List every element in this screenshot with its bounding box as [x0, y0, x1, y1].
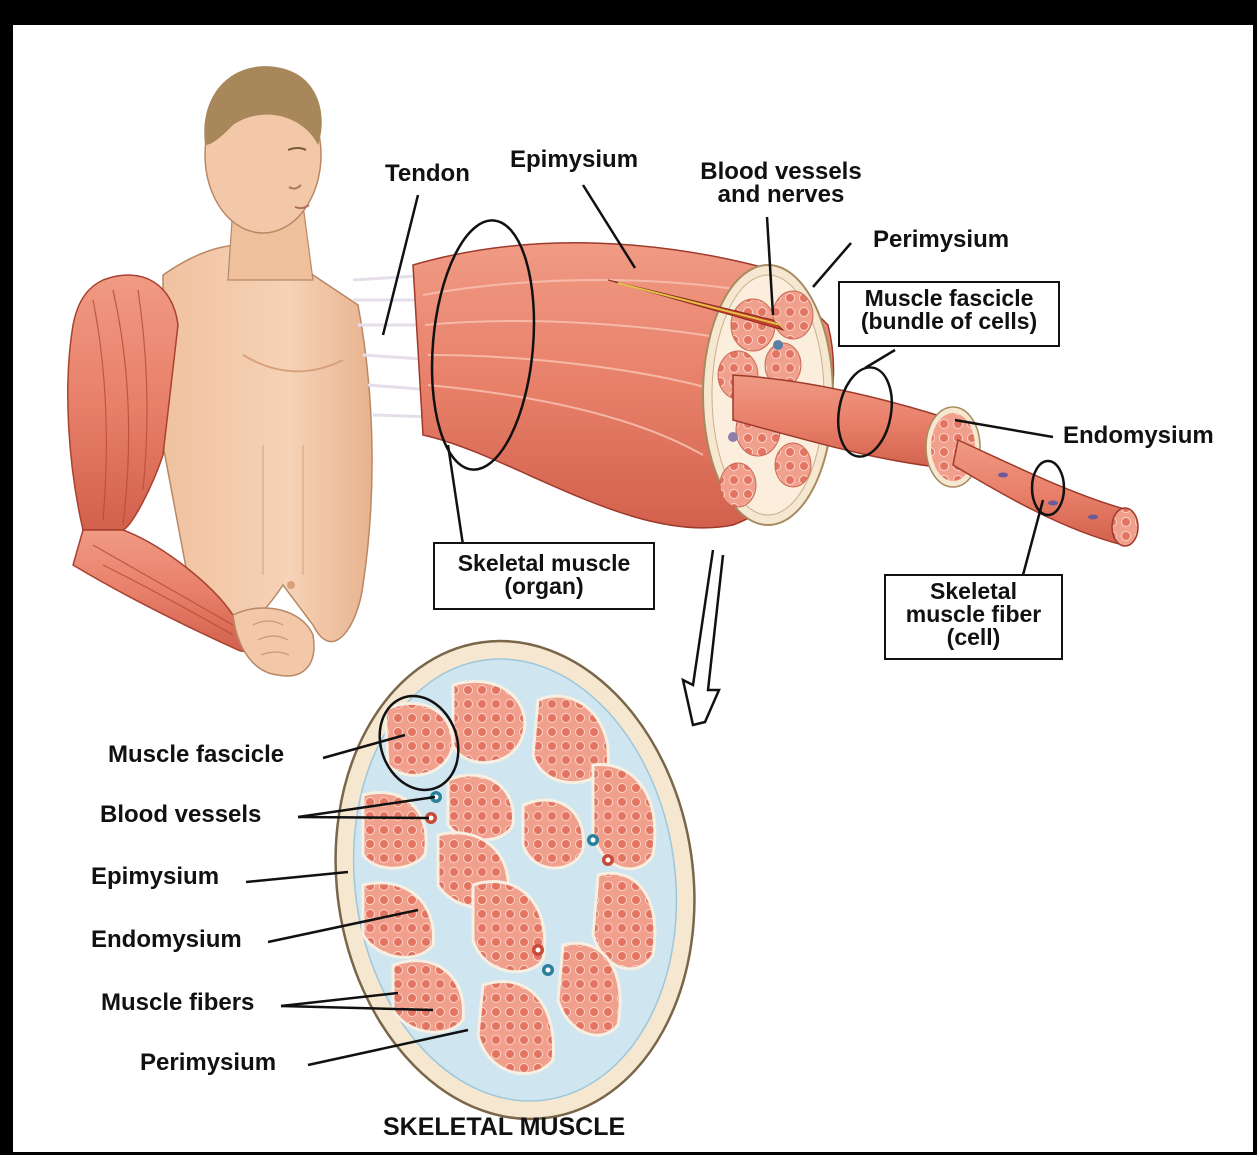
- label-tendon: Tendon: [385, 162, 470, 186]
- label-endomysium-right: Endomysium: [1063, 424, 1214, 448]
- box-fiber-line1: Skeletal: [892, 580, 1055, 603]
- label-cs-epimysium: Epimysium: [91, 865, 219, 889]
- box-muscle-fascicle: Muscle fascicle (bundle of cells): [838, 281, 1060, 347]
- label-cs-muscle-fibers: Muscle fibers: [101, 991, 254, 1015]
- label-blood-vessels-line2: and nerves: [686, 183, 876, 206]
- label-cs-blood-vessels: Blood vessels: [100, 803, 261, 827]
- label-cs-endomysium: Endomysium: [91, 928, 242, 952]
- diagram-canvas: Tendon Epimysium Blood vessels and nerve…: [13, 25, 1253, 1152]
- label-cs-perimysium: Perimysium: [140, 1051, 276, 1075]
- box-fiber-line2: muscle fiber: [892, 603, 1055, 626]
- box-fiber-line3: (cell): [892, 626, 1055, 649]
- label-epimysium-top: Epimysium: [510, 148, 638, 172]
- muscle-organ: [353, 216, 1138, 546]
- cross-section: [305, 618, 724, 1143]
- caption: SKELETAL MUSCLE: [383, 1115, 625, 1139]
- label-cs-muscle-fascicle: Muscle fascicle: [108, 743, 284, 767]
- arrow-to-cross-section: [683, 550, 723, 725]
- box-skeletal-muscle-organ: Skeletal muscle (organ): [433, 542, 655, 610]
- label-perimysium-top: Perimysium: [873, 228, 1009, 252]
- label-blood-vessels-line1: Blood vessels: [686, 160, 876, 183]
- box-organ-line1: Skeletal muscle: [441, 552, 647, 575]
- label-blood-vessels-nerves: Blood vessels and nerves: [686, 160, 876, 206]
- human-figure: [68, 66, 372, 676]
- box-fascicle-line1: Muscle fascicle: [846, 287, 1052, 310]
- box-fascicle-line2: (bundle of cells): [846, 310, 1052, 333]
- box-organ-line2: (organ): [441, 575, 647, 598]
- box-skeletal-muscle-fiber: Skeletal muscle fiber (cell): [884, 574, 1063, 660]
